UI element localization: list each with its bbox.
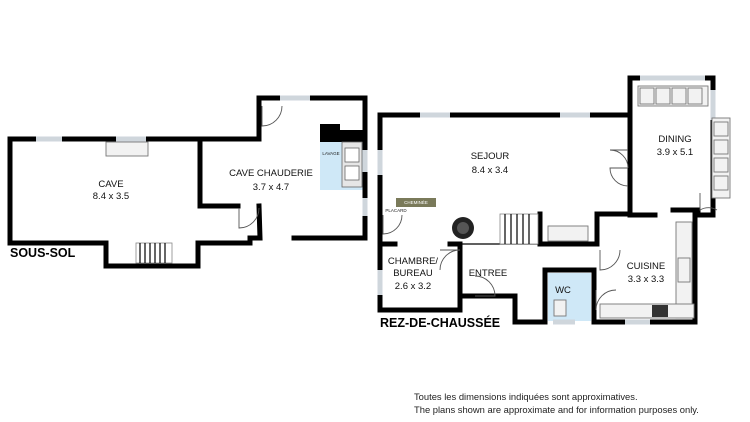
wc-door [595,289,617,311]
basement-level-label: SOUS-SOL [10,246,76,260]
disclaimer-line-1: Toutes les dimensions indiquées sont app… [414,391,638,402]
cave-name: CAVE [98,179,123,190]
sejour-name: SEJOUR [471,151,510,162]
cuisine-name: CUISINE [627,261,666,272]
chambre-name-line1: CHAMBRE/ [388,256,439,267]
cave-chauderie-dims: 3.7 x 4.7 [253,182,289,193]
chambre-dims: 2.6 x 3.2 [395,281,431,292]
cave-chauderie-walls [197,95,368,241]
stair-wall [537,211,600,247]
chambre-door-2 [439,249,461,271]
chauderie-door [261,105,283,127]
lavage-sink-2 [344,165,360,181]
dining-furniture [637,85,731,199]
sejour-dims: 8.4 x 3.4 [472,165,508,176]
toilet [553,299,567,317]
cheminee-block [396,198,436,207]
chambre-door [382,214,403,235]
cooktop [652,305,668,317]
dining-name: DINING [658,134,691,145]
cave-cabinet [105,141,149,157]
cave-door [238,207,260,229]
cave-chauderie-name: CAVE CHAUDERIE [229,168,313,179]
ground-stairs [499,213,589,245]
disclaimer-line-2: The plans shown are approximate and for … [414,404,699,415]
sejour-door-2 [609,167,629,187]
boiler-block [320,124,340,142]
cuisine-dims: 3.3 x 3.3 [628,274,664,285]
ground-level-label: REZ-DE-CHAUSSÉE [380,315,500,330]
chambre-name-line2: BUREAU [393,268,433,279]
basement-stairs [135,242,173,264]
basement-level: LAVAGE CAVE 8.4 x 3.5 CAVE CHAUDERIE 3.7… [7,95,368,269]
kitchen-door [599,249,621,271]
cave-dims: 8.4 x 3.5 [93,191,129,202]
wc-name: WC [555,285,571,296]
lavage-sink [344,147,360,163]
dining-door [699,193,718,211]
boiler-block-2 [340,130,365,142]
dining-dims: 3.9 x 5.1 [657,147,693,158]
stove-inner [457,222,469,234]
entree-door [474,275,496,297]
kitchen-furniture [599,221,695,319]
placard-label: PLACARD [385,208,407,213]
lavage-label: LAVAGE [322,151,339,156]
cave-divider-wall [197,136,241,209]
ground-level: CHEMINÉE PLACARD [377,75,731,330]
entree-name: ENTREE [469,268,508,279]
wc-walls [542,267,597,325]
cheminee-label: CHEMINÉE [404,199,428,205]
sejour-door [609,149,629,169]
